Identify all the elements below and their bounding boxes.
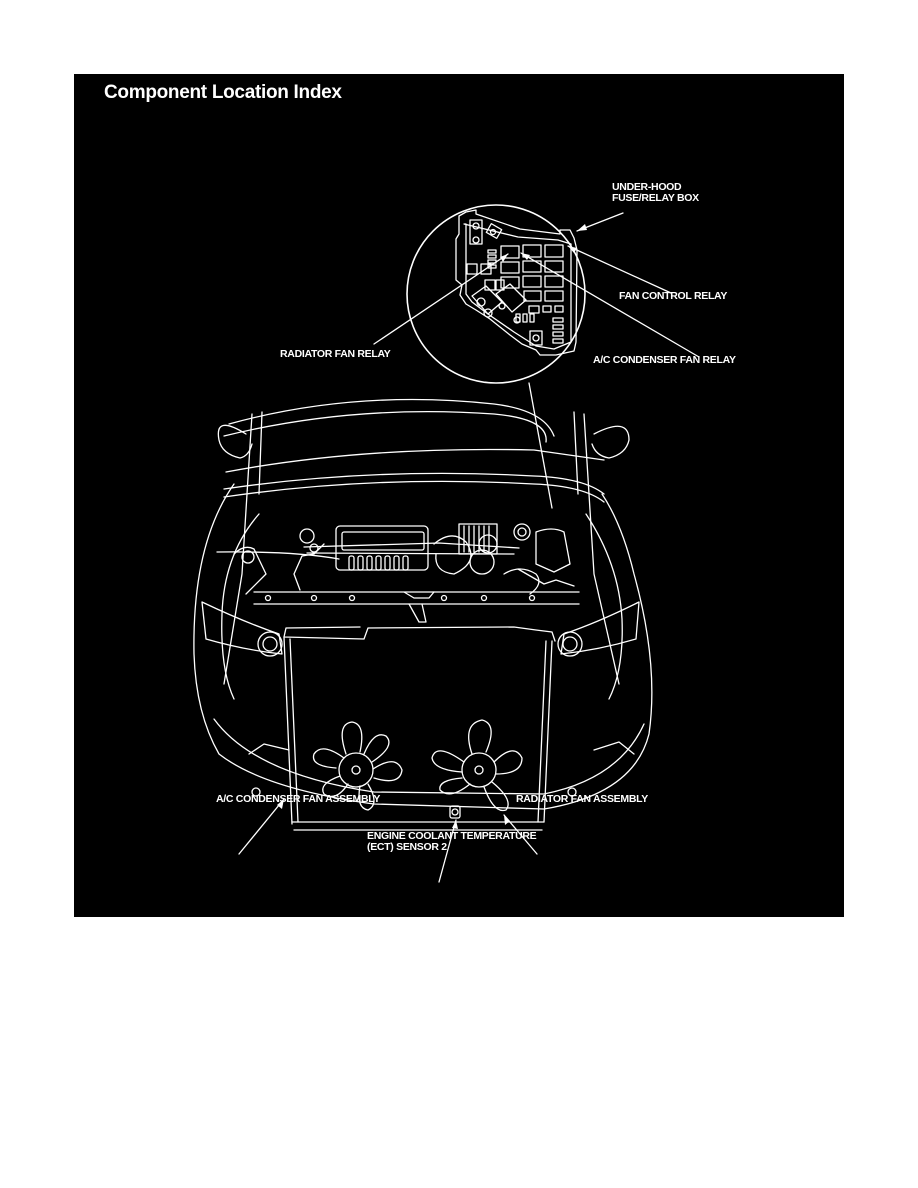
label-ac-condenser-fan-relay: A/C CONDENSER FAN RELAY	[593, 354, 736, 366]
label-under-hood-fuse-relay-box: UNDER-HOOD FUSE/RELAY BOX	[612, 182, 699, 204]
label-radiator-fan-relay: RADIATOR FAN RELAY	[280, 348, 391, 360]
leader-ect-sensor	[438, 819, 457, 883]
leader-radiator-fan-relay	[373, 253, 509, 345]
leader-fan-control-relay	[567, 245, 672, 294]
label-fan-control-relay: FAN CONTROL RELAY	[619, 290, 728, 302]
label-ect-sensor-2: ENGINE COOLANT TEMPERATURE (ECT) SENSOR …	[367, 830, 537, 853]
leader-inset-to-bay	[528, 382, 553, 509]
label-ac-condenser-fan-assembly: A/C CONDENSER FAN ASSEMBLY	[216, 793, 381, 805]
label-line: ENGINE COOLANT TEMPERATURE	[367, 830, 537, 842]
label-line: (ECT) SENSOR 2	[367, 841, 447, 853]
radiator-fan	[431, 719, 523, 812]
leader-ac-condenser-fan-relay	[520, 252, 700, 358]
car-body	[193, 398, 653, 810]
engine-components	[233, 523, 580, 623]
leader-radiator-fan-assembly	[503, 814, 538, 855]
label-line: UNDER-HOOD	[612, 181, 682, 193]
leader-ac-condenser-fan-assembly	[238, 798, 285, 855]
engine-bay-illustration	[193, 204, 700, 883]
radiator-assembly	[251, 626, 577, 831]
diagram-panel: Component Location Index	[74, 74, 844, 917]
fuse-box-inset	[406, 204, 586, 384]
label-line: FUSE/RELAY BOX	[612, 192, 699, 204]
page-title: Component Location Index	[104, 82, 342, 103]
label-radiator-fan-assembly: RADIATOR FAN ASSEMBLY	[516, 793, 648, 805]
ect-sensor	[449, 805, 461, 819]
ac-condenser-fan	[312, 721, 403, 811]
